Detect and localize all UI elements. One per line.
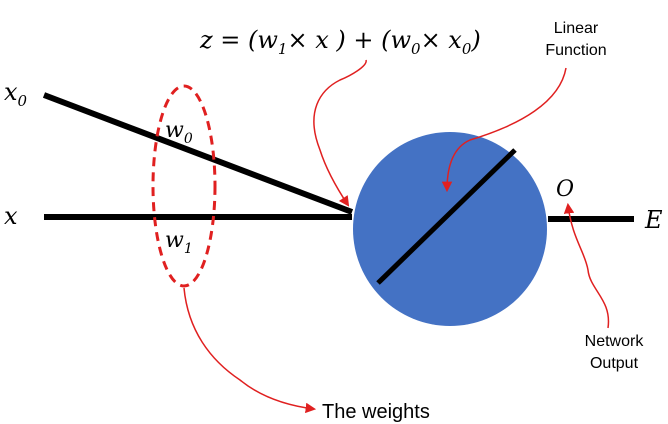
eq-part-lhs: z = (w xyxy=(199,26,278,54)
weight-label-w0: w0 xyxy=(165,118,193,147)
arrow-network-output-to-o xyxy=(563,202,610,329)
weights-ellipse xyxy=(151,84,217,288)
eq-sub-1: 1 xyxy=(278,40,288,58)
weights-caption: The weights xyxy=(322,401,430,423)
neuron-circle xyxy=(353,132,547,326)
eq-sub-x0: 0 xyxy=(462,40,472,58)
linear-function-line xyxy=(376,148,517,285)
arrow-equation-to-neuron xyxy=(313,59,367,207)
input-line-x0 xyxy=(42,92,354,215)
input-label-x0: x0 xyxy=(4,78,28,110)
network-output-label-line1: Network xyxy=(585,333,645,350)
eq-part-rhs: ) xyxy=(470,26,480,54)
arrow-ellipse-to-caption xyxy=(183,287,317,414)
input-label-x: x xyxy=(4,202,18,230)
output-label-e: E xyxy=(644,206,663,234)
linear-function-label-line2: Function xyxy=(545,42,606,59)
eq-sub-0: 0 xyxy=(411,40,421,58)
network-output-label-line2: Output xyxy=(590,355,639,372)
output-label-o: O xyxy=(556,177,574,202)
weight-label-w1: w1 xyxy=(165,228,193,257)
eq-part-mid1: × x ) + (w xyxy=(287,26,411,54)
eq-part-mid2: × x xyxy=(421,26,463,54)
equation: z = (w1× x ) + (w0× x0) xyxy=(199,26,481,58)
arrow-linear-label-to-line xyxy=(441,67,567,193)
linear-function-label-line1: Linear xyxy=(554,20,599,37)
